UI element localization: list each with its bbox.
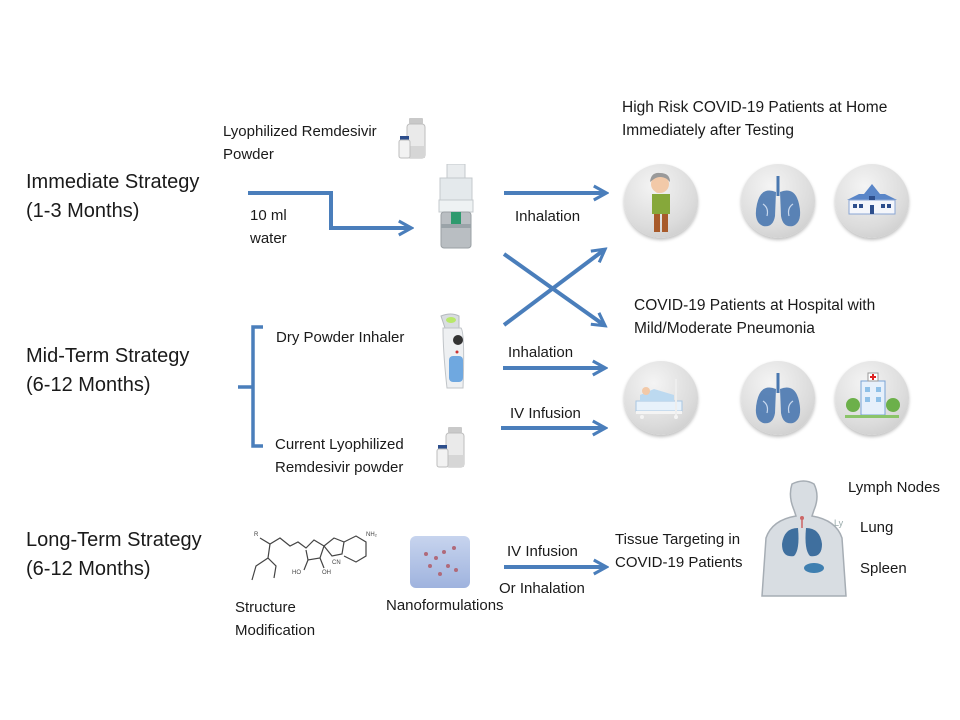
strategy-period: (1-3 Months): [26, 200, 140, 222]
svg-text:HO: HO: [292, 570, 301, 576]
vial-icon: [398, 118, 426, 159]
hospital-bed-patient-icon: [624, 361, 698, 435]
powder-label-line2: Powder: [223, 146, 274, 163]
dpi-label: Dry Powder Inhaler: [276, 329, 405, 346]
nanoformulations-label: Nanoformulations: [386, 597, 504, 614]
organ-lung: Lung: [860, 519, 894, 536]
strategy-title: Immediate Strategy: [26, 171, 200, 193]
nanoformulation-icon: [410, 536, 470, 588]
outcome-hospital-title: COVID-19 Patients at Hospital with Mild/…: [634, 294, 875, 340]
water-to-nebulizer-arrow: [248, 191, 410, 228]
strategy-title: Mid-Term Strategy: [26, 345, 190, 367]
organ-lymph-nodes: Lymph Nodes: [848, 479, 940, 496]
strategy-longterm: Long-Term Strategy (6-12 Months): [26, 526, 202, 584]
dpi-to-home-arrow: [502, 250, 604, 327]
current-powder-line2: Remdesivir powder: [275, 459, 404, 476]
structure-line2: Modification: [235, 622, 316, 639]
vial-icon: [436, 427, 465, 468]
outcome-home-line2: Immediately after Testing: [622, 122, 795, 139]
tissue-targeting-line1: Tissue Targeting in: [615, 531, 741, 548]
svg-text:OH: OH: [322, 570, 331, 576]
sick-elderly-person-icon: [624, 164, 698, 238]
strategy-period: (6-12 Months): [26, 374, 151, 396]
organ-spleen: Spleen: [860, 560, 907, 577]
outcome-hospital-line2: Mild/Moderate Pneumonia: [634, 320, 815, 337]
outcome-hospital-line1: COVID-19 Patients at Hospital with: [634, 297, 876, 314]
route-inhalation-immediate: Inhalation: [515, 208, 581, 225]
body-label-fragment: Ly: [834, 518, 844, 528]
current-powder-line1: Current Lyophilized: [275, 436, 404, 453]
human-body-organs-icon: Ly: [761, 480, 847, 597]
powder-label-line1: Lyophilized Remdesivir: [223, 123, 377, 140]
hospital-building-icon: [835, 361, 909, 435]
strategy-period: (6-12 Months): [26, 558, 151, 580]
outcome-home-title: High Risk COVID-19 Patients at Home Imme…: [622, 96, 887, 142]
strategy-title: Long-Term Strategy: [26, 529, 202, 551]
route-or-inhalation: Or Inhalation: [499, 580, 585, 597]
lungs-icon: [741, 164, 815, 238]
strategy-midterm: Mid-Term Strategy (6-12 Months): [26, 342, 189, 400]
route-iv-longterm: IV Infusion: [507, 543, 578, 560]
nebulizer-icon: [438, 164, 474, 249]
lungs-icon: [741, 361, 815, 435]
svg-text:CN: CN: [332, 560, 341, 566]
tissue-targeting-label: Tissue Targeting in COVID-19 Patients: [615, 528, 743, 574]
route-inhalation-midterm: Inhalation: [508, 344, 574, 361]
powder-label: Lyophilized Remdesivir Powder: [223, 120, 377, 166]
route-iv-midterm: IV Infusion: [510, 405, 581, 422]
strategy-immediate: Immediate Strategy (1-3 Months): [26, 168, 199, 226]
tissue-targeting-line2: COVID-19 Patients: [615, 554, 743, 571]
home-icon: [835, 164, 909, 238]
midterm-bracket: [238, 325, 263, 448]
water-label-line1: 10 ml: [250, 207, 287, 224]
water-label: 10 ml water: [250, 204, 287, 250]
svg-text:R: R: [254, 532, 259, 538]
structure-modification-label: Structure Modification: [235, 596, 315, 642]
structure-line1: Structure: [235, 599, 296, 616]
water-label-line2: water: [250, 230, 287, 247]
current-powder-label: Current Lyophilized Remdesivir powder: [275, 433, 404, 479]
dry-powder-inhaler-icon: [440, 313, 465, 389]
svg-text:NH₂: NH₂: [366, 532, 378, 538]
outcome-home-line1: High Risk COVID-19 Patients at Home: [622, 99, 888, 116]
